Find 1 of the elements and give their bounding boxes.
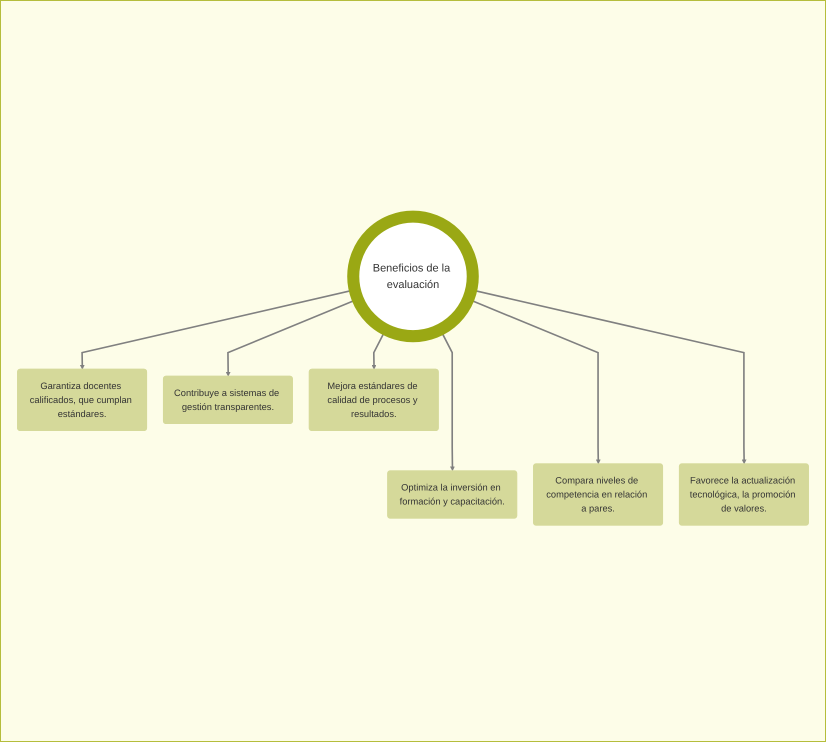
node-circle: Beneficios de la evaluación <box>347 210 479 342</box>
